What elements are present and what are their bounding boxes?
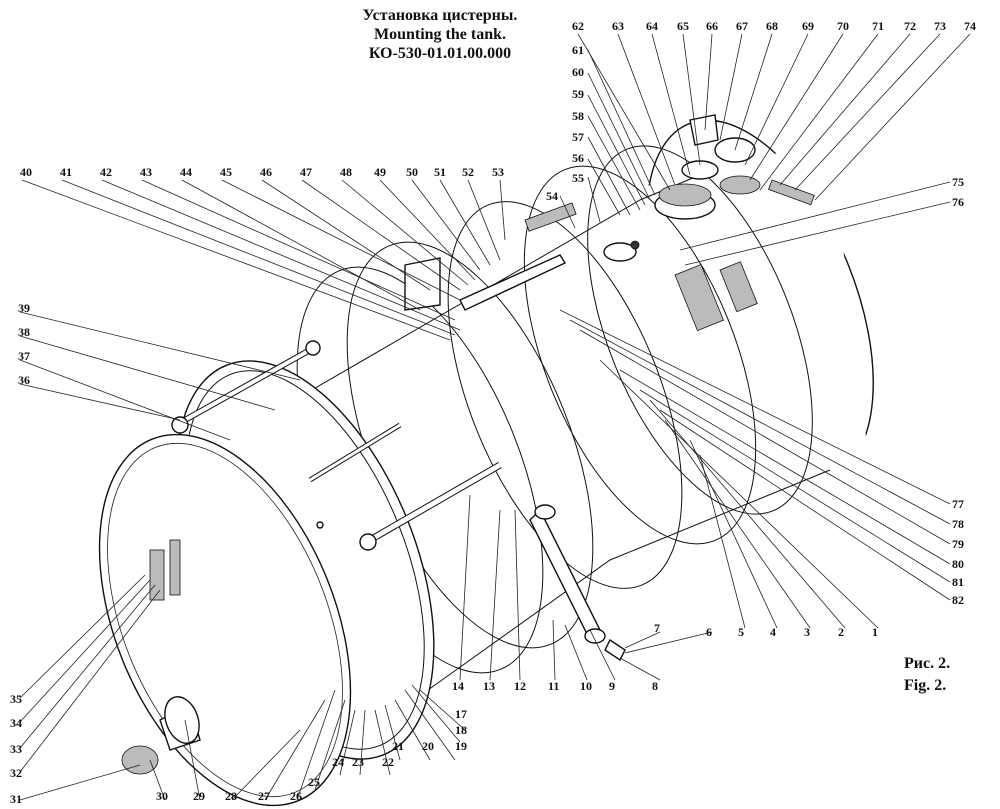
callout-36: 36 [18,373,30,387]
callout-43: 43 [140,165,152,179]
callout-20: 20 [422,739,434,753]
callout-14: 14 [452,679,464,693]
callout-27: 27 [258,789,270,803]
callout-31: 31 [10,792,22,806]
callout-55: 55 [572,171,584,185]
callout-76: 76 [952,195,964,209]
callout-45: 45 [220,165,232,179]
callout-69: 69 [802,19,814,33]
callout-64: 64 [646,19,658,33]
callout-7: 7 [654,621,660,635]
callout-3: 3 [804,625,810,639]
callout-4: 4 [770,625,776,639]
callout-81: 81 [952,575,964,589]
callout-18: 18 [455,723,467,737]
callout-40: 40 [20,165,32,179]
callout-74: 74 [964,19,976,33]
callout-82: 82 [952,593,964,607]
drawing-code: КО-530-01.01.00.000 [368,45,512,62]
hydraulic-cylinders [171,254,606,644]
callout-59: 59 [572,87,584,101]
callout-61: 61 [572,43,584,57]
callout-37: 37 [18,349,30,363]
top-hatches [404,114,815,311]
callout-78: 78 [952,517,964,531]
callout-66: 66 [706,19,718,33]
callout-26: 26 [290,789,302,803]
callout-6: 6 [706,625,712,639]
title-english: Mounting the tank. [373,26,507,43]
callout-75: 75 [952,175,964,189]
title-russian: Установка цистерны. [362,7,518,24]
callout-12: 12 [514,679,526,693]
callout-19: 19 [455,739,467,753]
side-details [121,261,758,775]
callout-21: 21 [392,739,404,753]
callout-1: 1 [872,625,878,639]
callout-9: 9 [609,679,615,693]
callout-80: 80 [952,557,964,571]
callout-62: 62 [572,19,584,33]
callout-57: 57 [572,130,584,144]
figure-label-english: Fig. 2. [904,677,947,694]
callout-73: 73 [934,19,946,33]
callout-32: 32 [10,766,22,780]
callout-8: 8 [652,679,658,693]
callout-38: 38 [18,325,30,339]
callout-28: 28 [225,789,237,803]
callout-71: 71 [872,19,884,33]
callout-53: 53 [492,165,504,179]
callout-67: 67 [736,19,748,33]
callout-29: 29 [193,789,205,803]
callout-54: 54 [546,189,558,203]
callout-51: 51 [434,165,446,179]
callout-41: 41 [60,165,72,179]
callout-25: 25 [308,775,320,789]
callout-72: 72 [904,19,916,33]
callout-47: 47 [300,165,312,179]
callout-63: 63 [612,19,624,33]
callout-23: 23 [352,755,364,769]
callout-58: 58 [572,109,584,123]
callout-22: 22 [382,755,394,769]
callout-46: 46 [260,165,272,179]
callout-17: 17 [455,707,467,721]
callout-49: 49 [374,165,386,179]
callout-68: 68 [766,19,778,33]
callout-42: 42 [100,165,112,179]
callout-10: 10 [580,679,592,693]
callout-2: 2 [838,625,844,639]
callout-65: 65 [677,19,689,33]
callout-48: 48 [340,165,352,179]
callout-60: 60 [572,65,584,79]
callout-13: 13 [483,679,495,693]
callout-52: 52 [462,165,474,179]
figure-label-russian: Рис. 2. [904,655,951,672]
callout-11: 11 [548,679,559,693]
callout-50: 50 [406,165,418,179]
callout-39: 39 [18,301,30,315]
callout-5: 5 [738,625,744,639]
callout-77: 77 [952,497,964,511]
leader-lines [19,33,971,801]
callout-33: 33 [10,742,22,756]
callout-30: 30 [156,789,168,803]
callout-70: 70 [837,19,849,33]
callout-79: 79 [952,537,964,551]
callout-35: 35 [10,692,22,706]
callout-44: 44 [180,165,192,179]
callout-24: 24 [332,755,344,769]
callout-56: 56 [572,151,584,165]
callout-34: 34 [10,716,22,730]
